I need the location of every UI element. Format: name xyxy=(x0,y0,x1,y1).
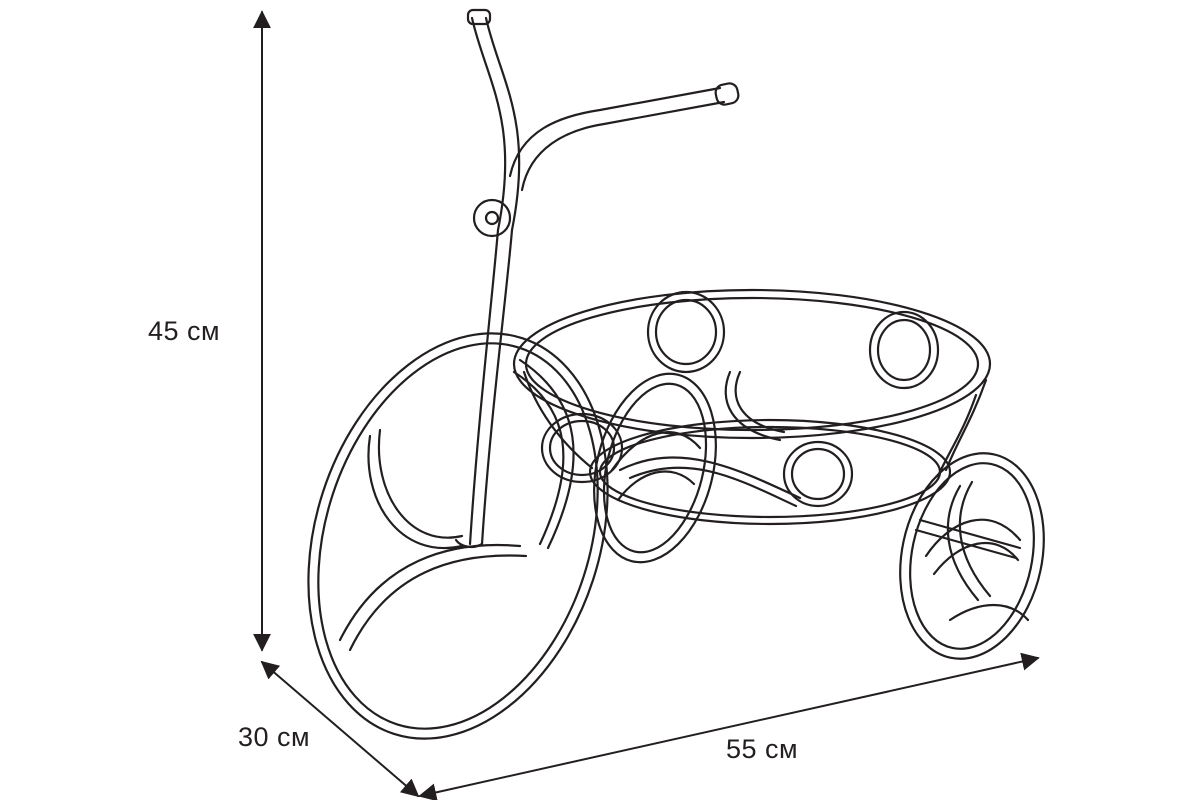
basket-bottom-rim-outer xyxy=(588,418,952,526)
width-label: 55 см xyxy=(726,734,799,764)
depth-label: 30 см xyxy=(238,722,311,752)
height-label: 45 см xyxy=(148,316,221,346)
rear-left-wheel xyxy=(593,372,717,564)
width-dimension-line xyxy=(418,652,1040,802)
rear-right-wheel xyxy=(899,452,1045,660)
depth-dimension-line xyxy=(260,660,420,798)
front-wheel xyxy=(307,332,609,740)
basket xyxy=(512,288,1022,560)
handlebar-fork xyxy=(454,8,740,549)
handlebar-joint xyxy=(472,198,512,238)
basket-top-rim-outer xyxy=(512,288,992,440)
dimension-lines xyxy=(253,10,1040,802)
